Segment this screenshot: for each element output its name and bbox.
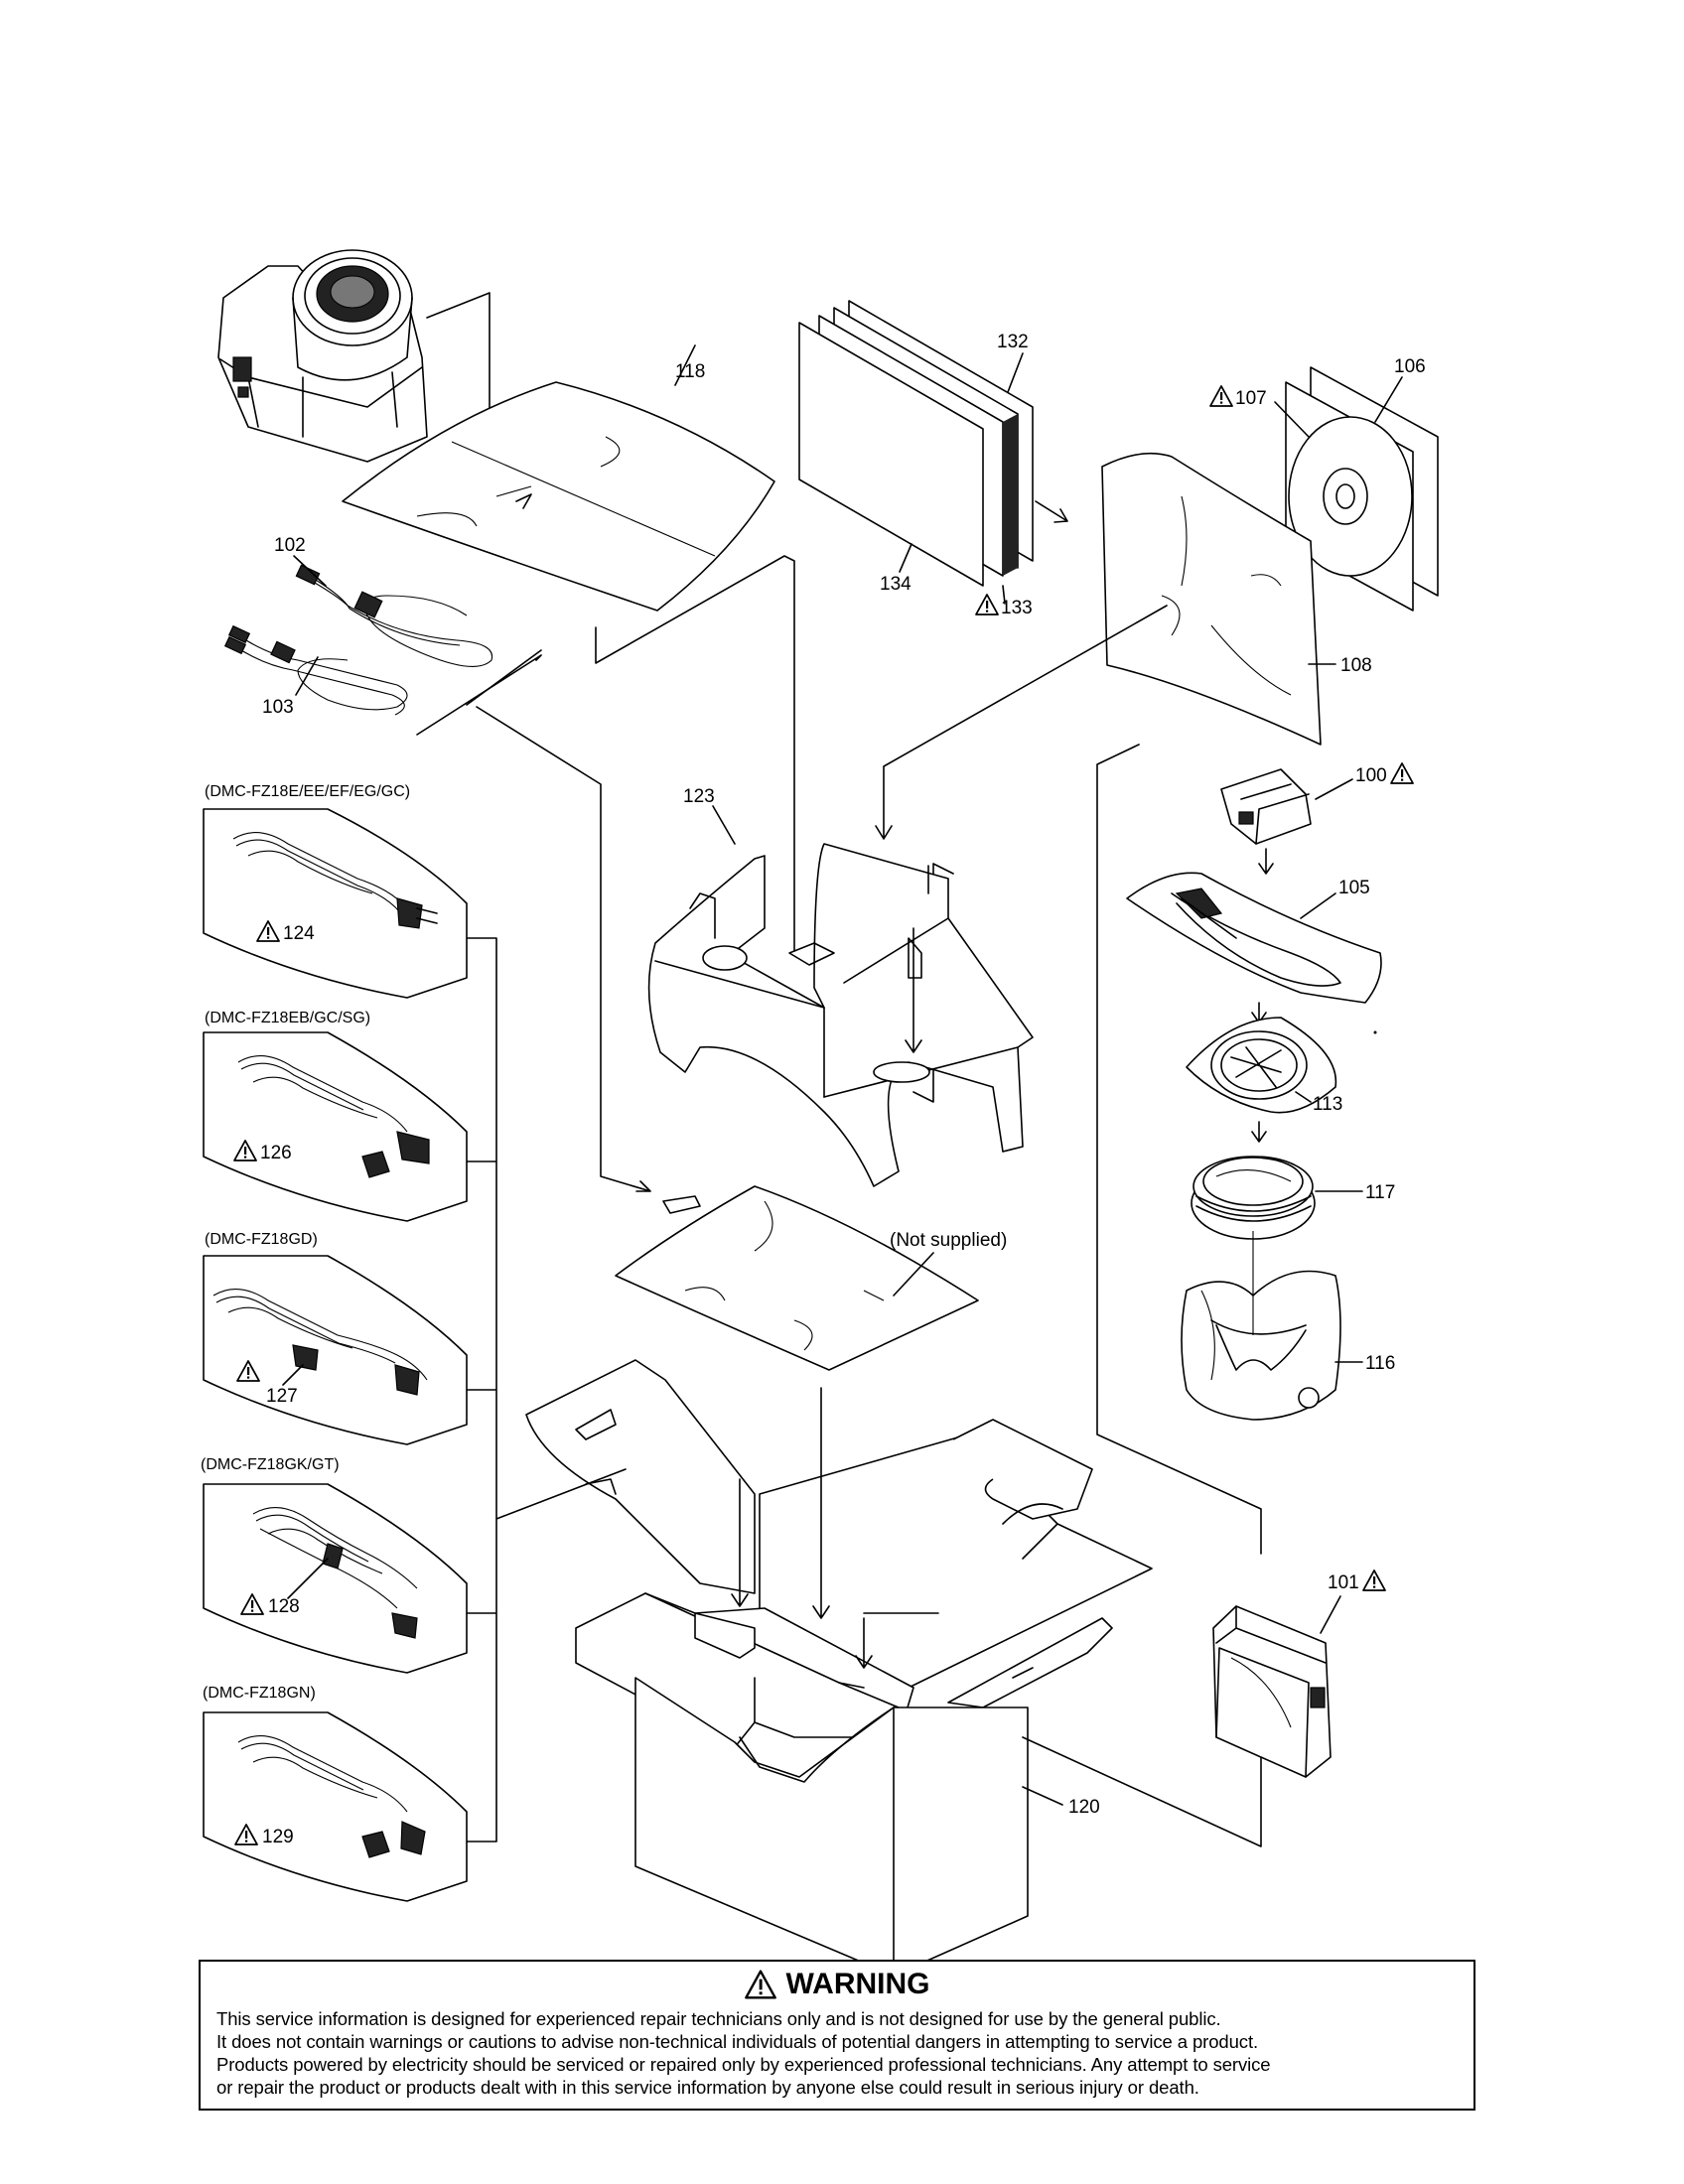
warning-box: WARNING This service information is desi… — [199, 1960, 1475, 2111]
arrow-100 — [1258, 848, 1274, 875]
arrow-into-carton-2 — [812, 1387, 830, 1619]
leader-133 — [1002, 585, 1006, 605]
warning-title-text: WARNING — [785, 1968, 930, 2000]
leader-132 — [1007, 352, 1024, 393]
leader-camera-to-sheet — [476, 706, 651, 1192]
leader-102 — [293, 555, 327, 587]
leader-134 — [899, 543, 912, 573]
warning-body: This service information is designed for… — [201, 2003, 1474, 2099]
warning-icon — [975, 594, 999, 615]
stray-mark — [1373, 1030, 1377, 1034]
leader-to-box — [595, 555, 795, 952]
warning-icon — [1209, 385, 1233, 407]
bag-118 — [342, 381, 775, 612]
variant-bracket — [466, 937, 627, 1843]
leader-bag108-to-box — [875, 605, 1168, 840]
cardboard-insert-123 — [647, 843, 1034, 1187]
leader-accessory-column — [1096, 744, 1262, 1555]
power-cord-124 — [203, 808, 468, 999]
sheet-not-supplied — [615, 1185, 979, 1371]
leader-105 — [1300, 892, 1336, 919]
warning-icon — [1362, 1570, 1386, 1591]
lens-adaptor-117 — [1191, 1156, 1316, 1240]
power-cord-128 — [203, 1483, 468, 1674]
part-label-134: 134 — [880, 574, 912, 595]
arrow-into-carton-1 — [731, 1478, 749, 1607]
variant-label-3: (DMC-FZ18GD) — [205, 1231, 318, 1248]
leader-120 — [1022, 1786, 1063, 1806]
variant-label-5: (DMC-FZ18GN) — [203, 1685, 316, 1702]
part-label-123: 123 — [683, 786, 715, 807]
part-label-124: 124 — [283, 923, 315, 944]
arrow-into-carton-3 — [855, 1617, 873, 1669]
leader-101 — [1320, 1595, 1341, 1634]
part-label-113: 113 — [1313, 1094, 1342, 1115]
part-label-116: 116 — [1365, 1353, 1395, 1374]
leader-100 — [1315, 778, 1353, 800]
leader-128 — [287, 1558, 329, 1599]
leader-127 — [282, 1364, 304, 1386]
leader-not-supplied — [893, 1252, 934, 1297]
ac-adaptor-101 — [1212, 1605, 1332, 1778]
part-label-126: 126 — [260, 1143, 292, 1163]
part-label-105: 105 — [1338, 878, 1370, 898]
strap-105 — [1126, 872, 1382, 1004]
carton-120 — [525, 1359, 1153, 1977]
leader-113 — [1295, 1091, 1312, 1103]
variant-label-4: (DMC-FZ18GK/GT) — [201, 1456, 340, 1473]
variant-label-1: (DMC-FZ18E/EE/EF/EG/GC) — [205, 783, 410, 800]
part-label-101: 101 — [1328, 1572, 1359, 1593]
cd-rom-106 — [1285, 366, 1439, 612]
leader-ac-adaptor — [1022, 1736, 1262, 1847]
part-label-117: 117 — [1365, 1182, 1395, 1203]
part-label-103: 103 — [262, 697, 294, 718]
part-label-133: 133 — [1001, 598, 1033, 618]
warning-line-1: This service information is designed for… — [216, 2008, 1221, 2029]
power-cord-126 — [203, 1031, 468, 1222]
lens-cap-113 — [1186, 1017, 1337, 1114]
warning-line-4: or repair the product or products dealt … — [216, 2077, 1199, 2098]
bag-108 — [1101, 452, 1322, 746]
part-label-118: 118 — [675, 361, 705, 382]
power-cord-129 — [203, 1711, 468, 1902]
leader-107 — [1274, 401, 1310, 438]
leader-123 — [712, 805, 736, 845]
lens-hood-116 — [1181, 1231, 1341, 1421]
part-label-108: 108 — [1340, 655, 1372, 676]
leader-106 — [1374, 376, 1403, 423]
warning-icon — [744, 1970, 776, 1999]
part-label-107: 107 — [1235, 388, 1267, 409]
av-cable-103 — [223, 624, 408, 716]
warning-line-2: It does not contain warnings or cautions… — [216, 2031, 1259, 2052]
camera-body — [217, 249, 428, 463]
leader-103 — [295, 656, 319, 696]
part-label-127: 127 — [266, 1386, 298, 1407]
cable-sheet — [416, 649, 542, 736]
warning-title: WARNING — [201, 1966, 1474, 2003]
warning-icon — [1390, 762, 1414, 784]
variant-label-2: (DMC-FZ18EB/GC/SG) — [205, 1010, 370, 1026]
arrow-113 — [1251, 1121, 1267, 1143]
part-label-100: 100 — [1355, 765, 1387, 786]
part-label-132: 132 — [997, 332, 1029, 352]
battery-100 — [1220, 768, 1312, 845]
usb-cable-102 — [295, 564, 493, 667]
booklet-arrow — [1035, 500, 1068, 523]
warning-line-3: Products powered by electricity should b… — [216, 2054, 1271, 2075]
part-label-120: 120 — [1068, 1797, 1100, 1818]
part-label-129: 129 — [262, 1827, 294, 1847]
leader-118 — [674, 344, 696, 386]
instruction-booklets — [798, 300, 1034, 587]
power-cord-127 — [203, 1255, 468, 1445]
part-label-102: 102 — [274, 535, 306, 556]
not-supplied-label: (Not supplied) — [890, 1230, 1007, 1251]
part-label-128: 128 — [268, 1596, 300, 1617]
part-label-106: 106 — [1394, 356, 1426, 377]
